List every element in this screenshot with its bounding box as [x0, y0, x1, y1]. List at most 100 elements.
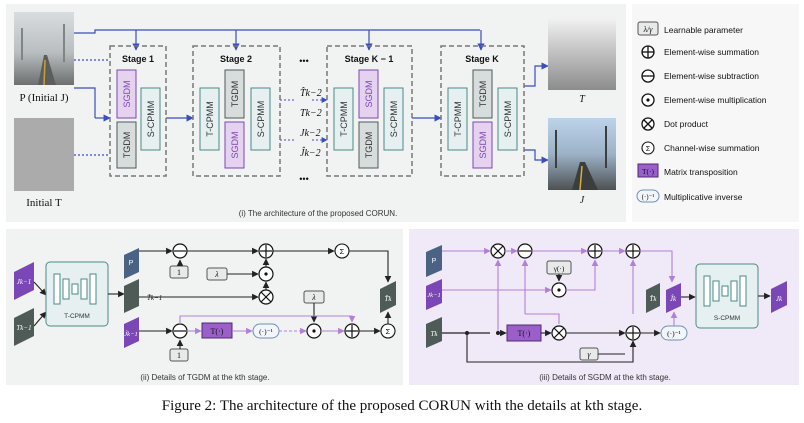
stage-k: Stage K T-CPMM TGDM SGDM S-CPMM: [440, 45, 525, 177]
t-hat-input: [646, 283, 660, 313]
var-j-hat: Ĵk−2: [300, 147, 321, 159]
parameter-icon: [637, 21, 659, 36]
svg-text:P: P: [432, 258, 437, 265]
svg-text:Stage 1: Stage 1: [122, 54, 154, 64]
tgdm-ops: 1 Σ λ 1: [139, 243, 396, 362]
svg-text:Jk: Jk: [776, 295, 783, 303]
svg-text:TGDM: TGDM: [364, 132, 374, 159]
param-one-a: [169, 265, 189, 279]
svg-text:TGDM: TGDM: [122, 132, 132, 159]
param-one-b: [169, 348, 189, 362]
initial-t-image: [14, 118, 74, 191]
s-cpmm-module: S-CPMM: [695, 263, 759, 329]
svg-text:Channel-wise summation: Channel-wise summation: [664, 143, 760, 153]
sigma-icon: [641, 141, 655, 155]
legend-item-mul: Element-wise multiplication: [641, 93, 767, 107]
ellipsis-bottom: •••: [299, 174, 308, 184]
t-cpmm-module: T-CPMM: [45, 261, 109, 327]
svg-text:(·)⁻¹: (·)⁻¹: [642, 193, 655, 201]
t-input: [426, 317, 442, 348]
svg-text:TGDM: TGDM: [478, 81, 488, 108]
svg-text:T-CPMM: T-CPMM: [64, 313, 90, 320]
figure-caption: Figure 2: The architecture of the propos…: [162, 398, 642, 414]
svg-text:S-CPMM: S-CPMM: [256, 101, 266, 138]
top-architecture-panel: P (Initial J) Initial T St: [6, 4, 626, 222]
svg-text:P: P: [129, 260, 134, 267]
var-t: Tk−2: [300, 108, 322, 119]
tgdm-block: [116, 121, 137, 169]
svg-text:S-CPMM: S-CPMM: [146, 101, 156, 138]
sgdm-detail-panel: P Jk−1 Tk γ(·): [409, 229, 799, 385]
p-input: [426, 245, 442, 277]
svg-text:Σ: Σ: [386, 327, 391, 336]
tgdm-detail-panel: Jk−1 Tk−1 T-CPMM P T̂k−1 Ĵk−1: [6, 229, 403, 385]
t-cpmm-block: [333, 87, 354, 151]
svg-text:Tk: Tk: [431, 330, 439, 338]
svg-text:T-CPMM: T-CPMM: [205, 101, 215, 137]
svg-text:Learnable parameter: Learnable parameter: [664, 25, 743, 35]
j-hat-node: [666, 283, 681, 313]
s-cpmm-block: [140, 87, 161, 151]
svg-text:TGDM: TGDM: [230, 81, 240, 108]
legend-item-transpose: T(·) Matrix transposition: [637, 163, 738, 178]
svg-text:Matrix transposition: Matrix transposition: [664, 167, 738, 177]
svg-text:T̂k−1: T̂k−1: [147, 294, 162, 302]
svg-text:Jk−1: Jk−1: [17, 278, 31, 286]
t-hat-input: [124, 279, 139, 313]
svg-text:T(·): T(·): [518, 329, 531, 338]
tgdm-block: [472, 69, 493, 119]
svg-text:T-CPMM: T-CPMM: [453, 101, 463, 137]
svg-text:Stage K: Stage K: [465, 54, 499, 64]
tgdm-block: [358, 121, 379, 169]
svg-text:λ: λ: [214, 270, 219, 279]
svg-text:SGDM: SGDM: [364, 81, 374, 108]
svg-text:Stage K − 1: Stage K − 1: [345, 54, 394, 64]
s-cpmm-block: [497, 87, 518, 151]
legend-item-inverse: (·)⁻¹ Multiplicative inverse: [636, 189, 743, 203]
input-p-label: P (Initial J): [19, 92, 68, 104]
inverse-icon: [636, 189, 660, 203]
svg-text:S-CPMM: S-CPMM: [714, 315, 740, 322]
svg-text:S-CPMM: S-CPMM: [503, 101, 513, 138]
svg-text:Tk−1: Tk−1: [16, 324, 31, 332]
output-j-image: [548, 118, 616, 191]
svg-text:T(·): T(·): [642, 167, 655, 176]
legend-item-dot: Dot product: [641, 117, 709, 131]
t-cpmm-block: [199, 87, 220, 151]
svg-text:Element-wise summation: Element-wise summation: [664, 47, 759, 57]
svg-text:Jk−1: Jk−1: [427, 292, 440, 299]
sgdm-block: [358, 69, 379, 119]
input-hazy-image: [14, 12, 74, 86]
sgdm-block: [224, 121, 245, 169]
p-input: [124, 248, 139, 279]
output-t-label: T: [579, 94, 586, 105]
svg-text:SGDM: SGDM: [230, 132, 240, 159]
legend-item-channel-sum: Σ Channel-wise summation: [641, 141, 760, 155]
svg-text:SGDM: SGDM: [478, 132, 488, 159]
legend-item-learnable: λ/γ Learnable parameter: [637, 21, 743, 36]
svg-text:T-CPMM: T-CPMM: [339, 101, 349, 137]
svg-text:γ: γ: [587, 350, 591, 359]
output-t-image: [548, 18, 616, 90]
svg-text:Σ: Σ: [340, 247, 345, 256]
var-t-hat: T̂k−2: [300, 86, 322, 99]
output-j-label: J: [580, 195, 585, 206]
svg-text:T(·): T(·): [211, 327, 224, 336]
s-cpmm-block: [383, 87, 404, 151]
svg-text:Multiplicative inverse: Multiplicative inverse: [664, 192, 743, 202]
j-hat-input: [124, 317, 139, 348]
j-prev-input: [14, 262, 34, 300]
svg-text:SGDM: SGDM: [122, 81, 132, 108]
stage-k-minus-1: Stage K − 1 T-CPMM SGDM TGDM S-CPMM: [326, 45, 413, 177]
svg-text:T̂k: T̂k: [385, 295, 393, 303]
var-j: Jk−2: [300, 128, 321, 139]
svg-text:T̂k: T̂k: [650, 295, 658, 303]
stage-2: Stage 2 T-CPMM TGDM SGDM S-CPMM: [192, 45, 281, 177]
svg-text:Ĵk−1: Ĵk−1: [124, 330, 137, 338]
ellipsis-top: •••: [299, 56, 308, 66]
s-cpmm-block: [250, 87, 271, 151]
svg-text:Dot product: Dot product: [664, 119, 709, 129]
svg-text:λ/γ: λ/γ: [643, 25, 654, 34]
t-cpmm-block: [447, 87, 468, 151]
